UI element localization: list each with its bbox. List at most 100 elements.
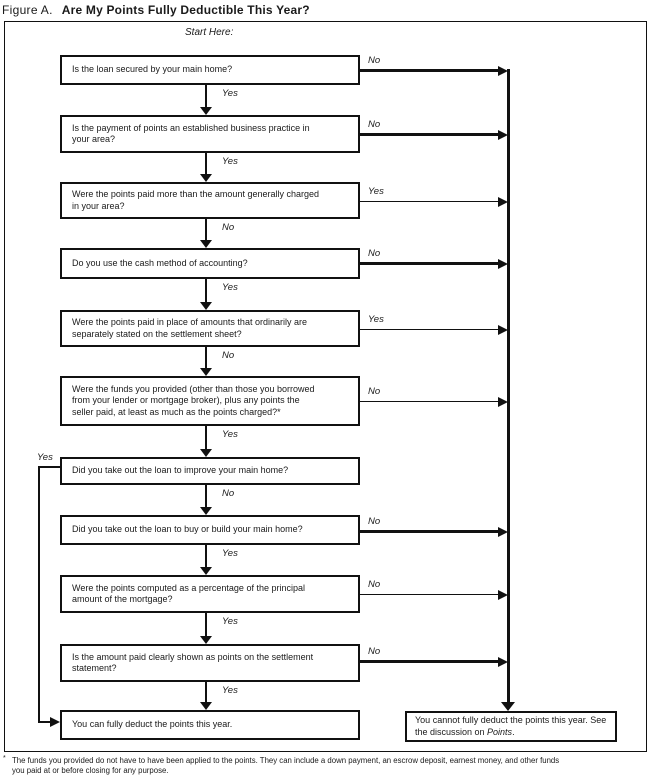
question-box-6: Were the funds you provided (other than …: [60, 376, 360, 426]
question-box-10: Is the amount paid clearly shown as poin…: [60, 644, 360, 682]
question-text: in your area?: [72, 200, 125, 211]
branch-label-right-10: No: [368, 646, 381, 657]
connector-right-10: [360, 660, 498, 663]
connector-right-1: [360, 69, 498, 72]
start-here-label: Start Here:: [185, 27, 234, 38]
arrowhead-right-4: [498, 259, 508, 269]
connector-right-8: [360, 530, 498, 533]
connector-down-3: [205, 219, 207, 240]
question-box-4: Do you use the cash method of accounting…: [60, 248, 360, 279]
question-box-5: Were the points paid in place of amounts…: [60, 310, 360, 347]
connector-down-2: [205, 153, 207, 174]
connector-down-10: [205, 682, 207, 702]
question-text: Were the points computed as a percentage…: [72, 582, 305, 593]
arrowhead-left-7: [50, 717, 60, 727]
question-text: Did you take out the loan to improve you…: [72, 465, 289, 476]
question-text: seller paid, at least as much as the poi…: [72, 406, 281, 417]
connector-left-7-bottom: [38, 721, 51, 723]
footnote-marker: *: [3, 755, 6, 762]
question-text: amount of the mortgage?: [72, 594, 173, 604]
result-text: You can fully deduct the points this yea…: [72, 719, 233, 730]
result-text-before: You cannot fully deduct the points this …: [415, 715, 607, 737]
arrowhead-down-3: [200, 240, 212, 248]
connector-right-4: [360, 262, 498, 265]
arrowhead-right-2: [498, 130, 508, 140]
connector-left-7-horizontal: [38, 466, 60, 468]
arrowhead-right-5: [498, 325, 508, 335]
branch-label-down-3: No: [222, 222, 235, 233]
footnote: * The funds you provided do not have to …: [3, 755, 649, 776]
arrowhead-right-9: [498, 590, 508, 600]
question-box-9: Were the points computed as a percentage…: [60, 575, 360, 613]
connector-right-5: [360, 329, 498, 330]
question-text: Is the amount paid clearly shown as poin…: [72, 651, 314, 662]
arrowhead-down-8: [200, 567, 212, 575]
branch-label-down-4: Yes: [222, 282, 238, 293]
arrowhead-down-5: [200, 368, 212, 376]
question-text: separately stated on the settlement shee…: [72, 328, 242, 339]
branch-label-down-2: Yes: [222, 156, 238, 167]
connector-down-6: [205, 426, 207, 449]
question-text: Do you use the cash method of accounting…: [72, 257, 248, 268]
connector-down-1: [205, 85, 207, 107]
connector-right-9: [360, 594, 498, 595]
question-box-3: Were the points paid more than the amoun…: [60, 182, 360, 219]
arrowhead-down-2: [200, 174, 212, 182]
arrowhead-down-4: [200, 302, 212, 310]
question-text: Did you take out the loan to buy or buil…: [72, 524, 303, 535]
result-text-italic: Points: [487, 726, 513, 737]
branch-label-down-10: Yes: [222, 685, 238, 696]
branch-label-right-9: No: [368, 579, 381, 590]
footnote-line: you paid at or before closing for any pu…: [12, 766, 169, 775]
arrowhead-down-7: [200, 507, 212, 515]
branch-label-down-7: No: [222, 488, 235, 499]
question-text: Were the points paid in place of amounts…: [72, 317, 307, 327]
arrowhead-down-9: [200, 636, 212, 644]
result-text: You cannot fully deduct the points this …: [415, 715, 609, 738]
question-box-1: Is the loan secured by your main home?: [60, 55, 360, 85]
question-text: statement?: [72, 663, 117, 673]
arrowhead-right-10: [498, 657, 508, 667]
trunk-line: [507, 69, 510, 702]
question-text: Were the funds you provided (other than …: [72, 383, 315, 394]
arrowhead-down-6: [200, 449, 212, 457]
question-text: from your lender or mortgage broker), pl…: [72, 395, 300, 406]
footnote-text: The funds you provided do not have to ha…: [12, 756, 649, 776]
footnote-line: The funds you provided do not have to ha…: [12, 756, 560, 765]
question-text: your area?: [72, 134, 116, 144]
question-text: Is the loan secured by your main home?: [72, 64, 233, 75]
question-box-8: Did you take out the loan to buy or buil…: [60, 515, 360, 545]
result-text-after: .: [512, 726, 515, 737]
branch-label-down-5: No: [222, 350, 235, 361]
question-box-2: Is the payment of points an established …: [60, 115, 360, 153]
connector-down-5: [205, 347, 207, 368]
branch-label-left-7: Yes: [37, 452, 53, 463]
arrowhead-right-1: [498, 66, 508, 76]
arrowhead-right-3: [498, 197, 508, 207]
branch-label-right-5: Yes: [368, 314, 384, 325]
branch-label-right-2: No: [368, 119, 381, 130]
question-text: Is the payment of points an established …: [72, 122, 310, 133]
connector-down-4: [205, 279, 207, 302]
arrowhead-right-6: [498, 397, 508, 407]
figure-title-text: Are My Points Fully Deductible This Year…: [61, 3, 310, 17]
branch-label-down-1: Yes: [222, 88, 238, 99]
result-box-deduct: You can fully deduct the points this yea…: [60, 710, 360, 740]
connector-right-3: [360, 201, 498, 202]
arrowhead-right-8: [498, 527, 508, 537]
connector-down-8: [205, 545, 207, 567]
branch-label-right-1: No: [368, 55, 381, 66]
question-box-7: Did you take out the loan to improve you…: [60, 457, 360, 485]
branch-label-right-6: No: [368, 386, 381, 397]
connector-right-2: [360, 133, 498, 136]
connector-right-6: [360, 401, 498, 402]
arrowhead-trunk-bottom: [501, 702, 515, 711]
branch-label-down-8: Yes: [222, 548, 238, 559]
branch-label-right-8: No: [368, 516, 381, 527]
connector-left-7-vertical: [38, 466, 40, 723]
branch-label-right-4: No: [368, 248, 381, 259]
result-box-no-deduct: You cannot fully deduct the points this …: [405, 711, 617, 742]
arrowhead-down-1: [200, 107, 212, 115]
branch-label-down-6: Yes: [222, 429, 238, 440]
